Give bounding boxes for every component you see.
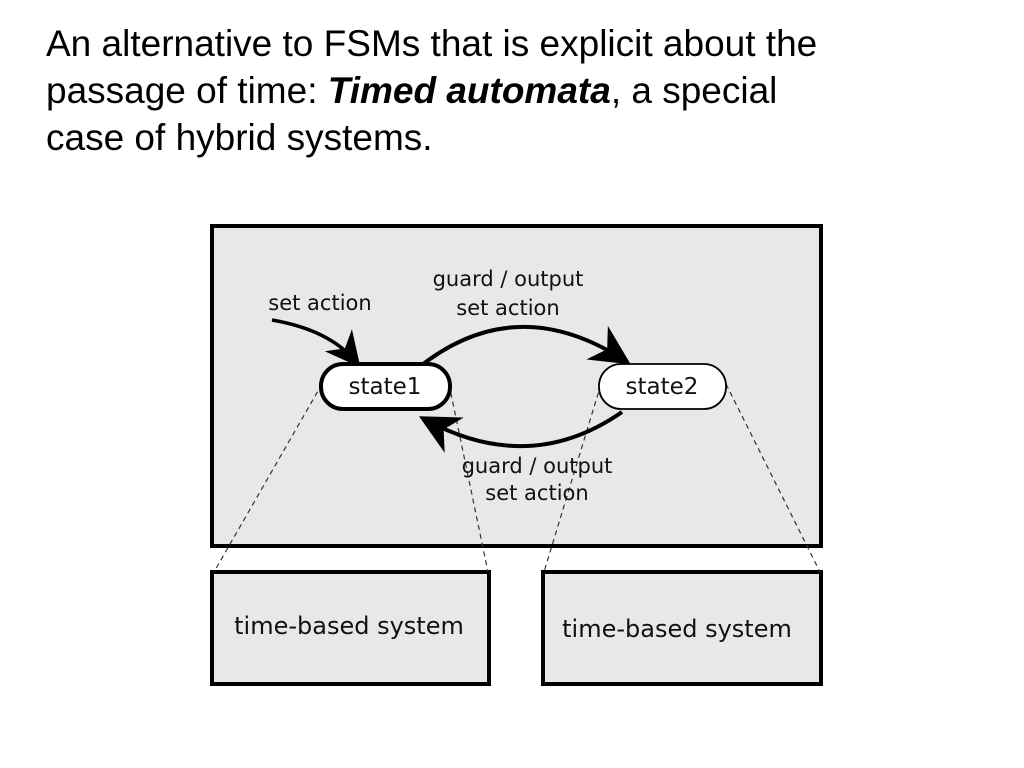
state2-node xyxy=(598,363,727,410)
slide-text-line-1: An alternative to FSMs that is explicit … xyxy=(46,23,818,64)
subsystem-left-label: time-based system xyxy=(234,612,464,640)
top-transition-action-label: set action xyxy=(456,296,559,320)
state2-label: state2 xyxy=(626,374,699,400)
initial-transition-label: set action xyxy=(268,291,371,315)
transition-arrow-state1-to-state2 xyxy=(416,325,631,370)
transition-arrow-state2-to-state1 xyxy=(418,410,624,453)
bottom-transition-action-label: set action xyxy=(485,481,588,505)
refinement-line xyxy=(213,383,323,573)
refinement-line xyxy=(725,383,821,573)
slide-text-line-2: passage of time: Timed automata, a speci… xyxy=(46,67,986,114)
slide-text-line-3: case of hybrid systems. xyxy=(46,117,433,158)
slide-text-line-2-suffix: , a special xyxy=(610,70,778,111)
bottom-transition-guard-label: guard / output xyxy=(462,454,613,478)
state1-node xyxy=(319,362,452,411)
subsystem-right-label: time-based system xyxy=(562,615,792,643)
initial-transition-arrow xyxy=(271,318,361,368)
refinement-line xyxy=(543,383,602,573)
subsystem-box-left xyxy=(210,570,491,686)
subsystem-box-right xyxy=(541,570,823,686)
top-transition-guard-label: guard / output xyxy=(433,267,584,291)
slide-text-line-2-prefix: passage of time: xyxy=(46,70,328,111)
timed-automata-emphasis: Timed automata xyxy=(327,70,611,111)
slide-text: An alternative to FSMs that is explicit … xyxy=(46,20,986,161)
state1-label: state1 xyxy=(349,374,422,400)
